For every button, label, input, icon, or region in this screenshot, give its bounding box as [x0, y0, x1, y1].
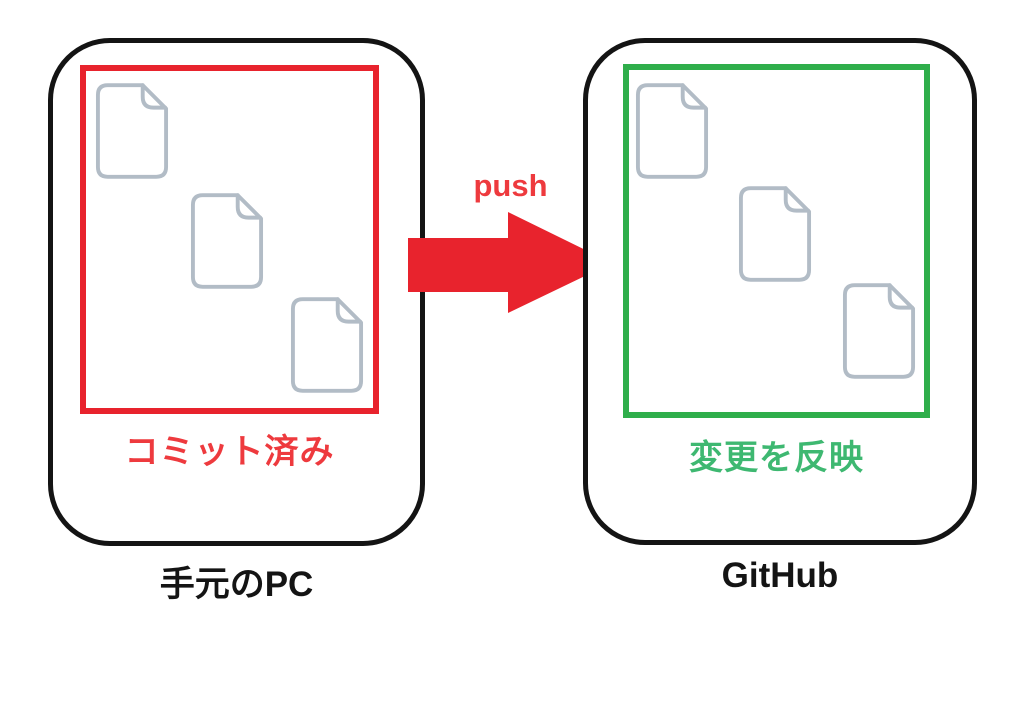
- document-icon: [635, 82, 709, 180]
- document-icon: [190, 192, 264, 290]
- document-icon: [842, 282, 916, 380]
- document-icon: [290, 296, 364, 394]
- synced-box: [623, 64, 930, 418]
- push-arrow-icon: [408, 212, 613, 314]
- committed-label: コミット済み: [124, 433, 335, 471]
- local-pc-title: 手元のPC: [159, 565, 314, 604]
- push-label: push: [473, 168, 548, 203]
- synced-label: 変更を反映: [689, 439, 864, 477]
- committed-box: [80, 65, 379, 414]
- document-icon: [95, 82, 169, 180]
- document-icon: [738, 185, 812, 283]
- github-panel: [583, 38, 977, 545]
- github-title: GitHub: [721, 556, 839, 595]
